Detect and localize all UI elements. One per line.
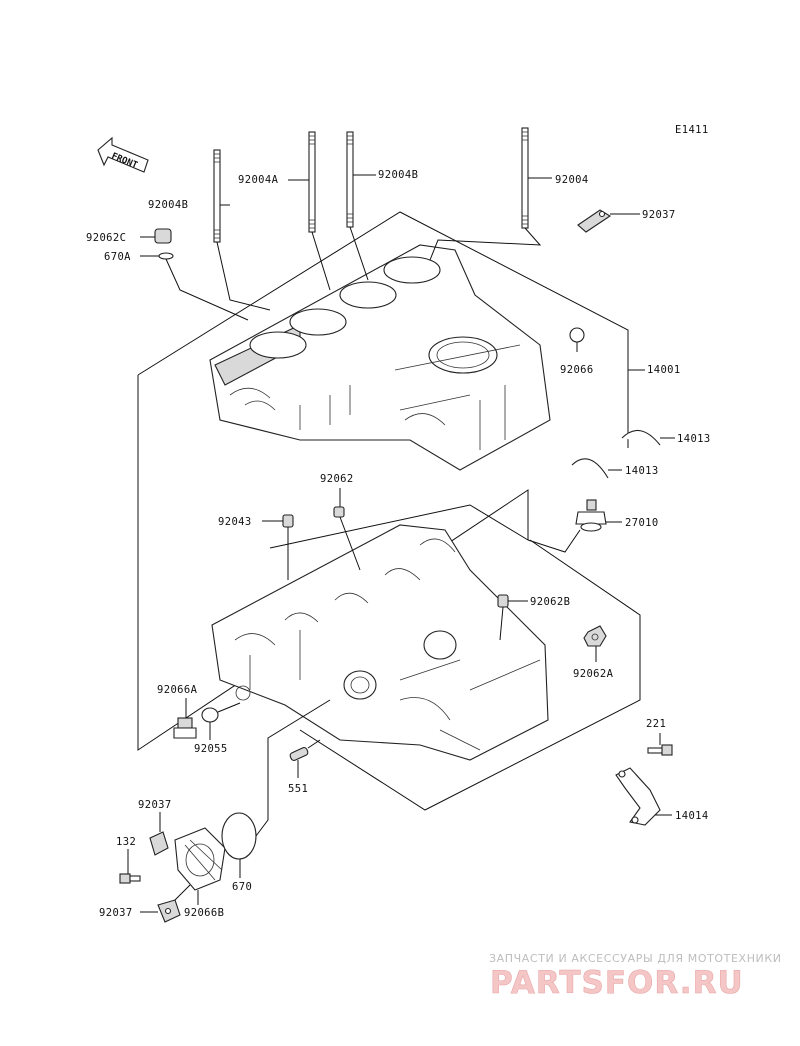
label-92062C: 92062C bbox=[86, 232, 126, 244]
label-14001: 14001 bbox=[647, 364, 681, 376]
label-92066A: 92066A bbox=[157, 684, 198, 696]
dowel-92062C bbox=[154, 228, 172, 244]
label-14014: 14014 bbox=[675, 810, 709, 822]
bolt-132 bbox=[119, 873, 141, 884]
bearing-14013-a bbox=[621, 429, 661, 446]
label-132: 132 bbox=[116, 836, 136, 848]
label-92004A: 92004A bbox=[238, 174, 279, 186]
upper-crankcase bbox=[209, 244, 551, 471]
plug-92066A bbox=[173, 717, 197, 739]
label-92004B-left: 92004B bbox=[148, 199, 188, 211]
upper-frame-line bbox=[137, 211, 629, 448]
dowel-92043 bbox=[282, 514, 294, 528]
label-92066B: 92066B bbox=[184, 907, 224, 919]
label-92004B-right: 92004B bbox=[378, 169, 418, 181]
oring-670 bbox=[221, 812, 257, 860]
label-92037-mid: 92037 bbox=[138, 799, 172, 811]
stud-92004 bbox=[521, 127, 529, 229]
watermark-brand: PARTSFOR.RU bbox=[490, 965, 744, 1001]
label-92004: 92004 bbox=[555, 174, 589, 186]
nut-92062A bbox=[583, 625, 607, 647]
bracket-14014 bbox=[615, 767, 661, 826]
bolt-221 bbox=[647, 744, 673, 756]
label-92062: 92062 bbox=[320, 473, 354, 485]
watermark-tagline: ЗАПЧАСТИ И АКСЕССУАРЫ ДЛЯ МОТОТЕХНИКИ bbox=[489, 952, 782, 965]
label-27010: 27010 bbox=[625, 517, 659, 529]
clip-92037-bottom bbox=[157, 899, 181, 923]
dowel-92062B bbox=[497, 594, 509, 608]
plug-92066 bbox=[569, 327, 585, 343]
label-92043: 92043 bbox=[218, 516, 252, 528]
label-92037-bottom: 92037 bbox=[99, 907, 133, 919]
label-92062A: 92062A bbox=[573, 668, 614, 680]
pin-551 bbox=[289, 747, 309, 761]
oring-670A bbox=[158, 252, 174, 260]
stud-92004B-right bbox=[346, 131, 354, 228]
label-14013-a: 14013 bbox=[677, 433, 711, 445]
label-221: 221 bbox=[646, 718, 666, 730]
cover-92066B bbox=[174, 827, 226, 891]
stud-92004A bbox=[308, 131, 316, 233]
lower-frame-top-line bbox=[269, 504, 529, 549]
label-670: 670 bbox=[232, 881, 252, 893]
label-92037-top: 92037 bbox=[642, 209, 676, 221]
clip-92037-mid bbox=[149, 831, 169, 856]
label-670A: 670A bbox=[104, 251, 131, 263]
label-551: 551 bbox=[288, 783, 308, 795]
label-92055: 92055 bbox=[194, 743, 228, 755]
lower-frame-right-line bbox=[299, 539, 641, 811]
lower-crankcase bbox=[211, 524, 549, 761]
stud-92004B-left bbox=[213, 149, 221, 243]
front-arrow-icon: FRONT bbox=[97, 136, 149, 173]
label-92062B: 92062B bbox=[530, 596, 570, 608]
gasket-92055 bbox=[201, 707, 219, 723]
label-92066: 92066 bbox=[560, 364, 594, 376]
bearing-14013-b bbox=[571, 458, 609, 479]
switch-27010 bbox=[575, 499, 607, 532]
diagram-code: E1411 bbox=[675, 124, 709, 136]
bracket-92037-top bbox=[577, 209, 612, 233]
label-14013-b: 14013 bbox=[625, 465, 659, 477]
dowel-92062 bbox=[333, 506, 345, 518]
